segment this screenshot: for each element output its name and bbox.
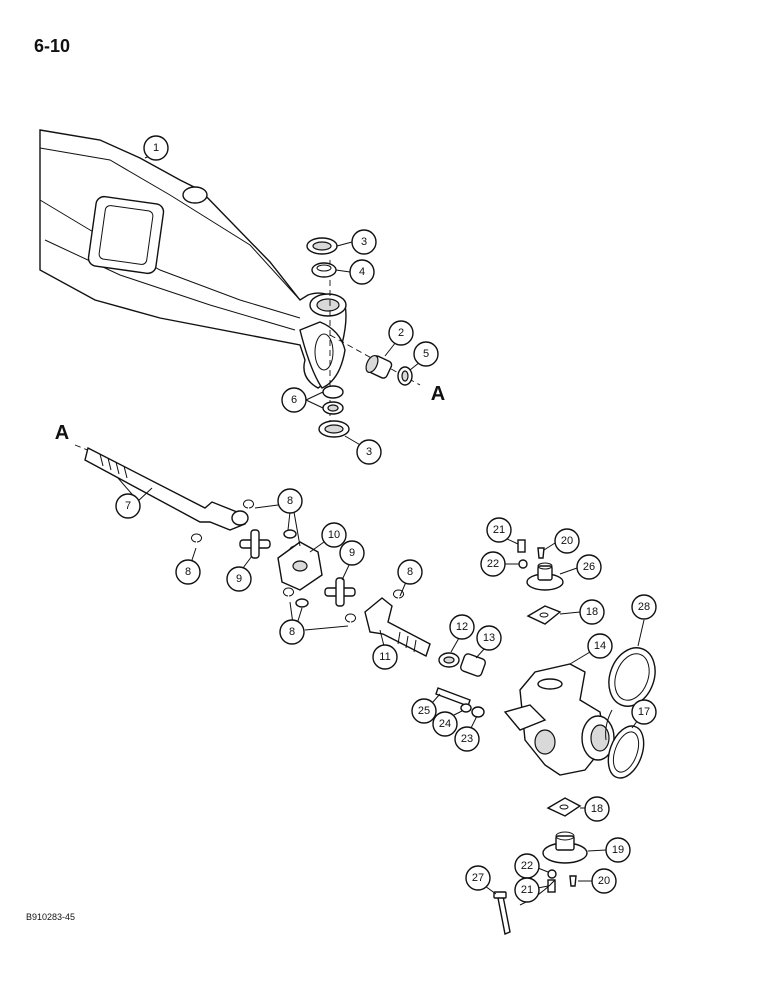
callout-label: 11 [379,651,390,663]
kingpin-cap-19 [542,831,588,864]
bolt-21-upper [517,539,526,553]
bolt-27 [493,891,511,935]
u-joint-cross-9-left [239,529,271,559]
callout-label: 2 [398,327,404,339]
callout-label: 7 [125,500,131,512]
grease-fitting-20-lower [569,875,577,887]
callout-label: 21 [521,884,533,896]
callout-label: 26 [583,561,595,573]
reference-label-a: A [55,422,69,444]
callout-label: 25 [418,705,430,717]
callout-label: 14 [594,640,606,652]
washer-24 [460,703,472,713]
callout-label: 8 [289,626,295,638]
bolt-25 [435,687,471,707]
callout-label: 12 [456,621,468,633]
callouts: 1 3 4 2 5 6 3 7 8 [115,135,657,903]
callout-label: 13 [483,632,495,644]
figure-id: B910283-45 [26,912,76,922]
callout-label: 17 [638,706,650,718]
callout-label: 3 [366,446,372,458]
callout-label: 23 [461,733,473,745]
washer-22-upper [518,559,528,569]
callout-label: 20 [598,875,610,887]
u-joint-cross-9-right [324,577,356,607]
callout-label: 18 [586,606,598,618]
callout-label: 18 [591,803,603,815]
shim-18-lower [546,797,582,817]
callout-label: 6 [291,394,297,406]
callout-label: 24 [439,718,451,730]
ring-17 [607,725,645,779]
callout-label: 4 [359,266,365,278]
callout-label: 1 [153,142,159,154]
callout-label: 8 [287,495,293,507]
guide-arc [605,709,613,741]
bushing-13 [460,653,486,677]
callout-label: 28 [638,601,650,613]
callout-label: 3 [361,236,367,248]
wheel-seal-28 [608,647,656,707]
axle-housing [39,129,347,389]
callout-label: 9 [236,573,242,585]
callout-label: 22 [487,558,499,570]
callout-label: 19 [612,844,624,856]
center-yoke-10 [277,541,323,591]
kingpin-cap-26 [526,562,564,591]
reference-label-a: A [431,383,445,405]
bushing-2 [365,354,393,379]
callout-label: 8 [185,566,191,578]
callout-label: 9 [349,547,355,559]
outer-shaft-11 [364,597,431,657]
callout-label: 21 [493,524,505,536]
callout-label: 8 [407,566,413,578]
callout-label: 27 [472,872,484,884]
nut-23 [471,706,485,718]
steering-knuckle-14 [503,663,615,776]
bushing-6-upper [322,385,344,399]
grease-fitting-20-upper [537,547,545,559]
shim-18-upper [526,605,562,625]
axle-shaft-7 [84,446,249,531]
washer-22-lower [547,869,557,879]
callout-label: 10 [328,529,340,541]
page-number: 6-10 [34,36,71,56]
callout-label: 5 [423,348,429,360]
callout-label: 22 [521,860,533,872]
callout-label: 20 [561,535,573,547]
